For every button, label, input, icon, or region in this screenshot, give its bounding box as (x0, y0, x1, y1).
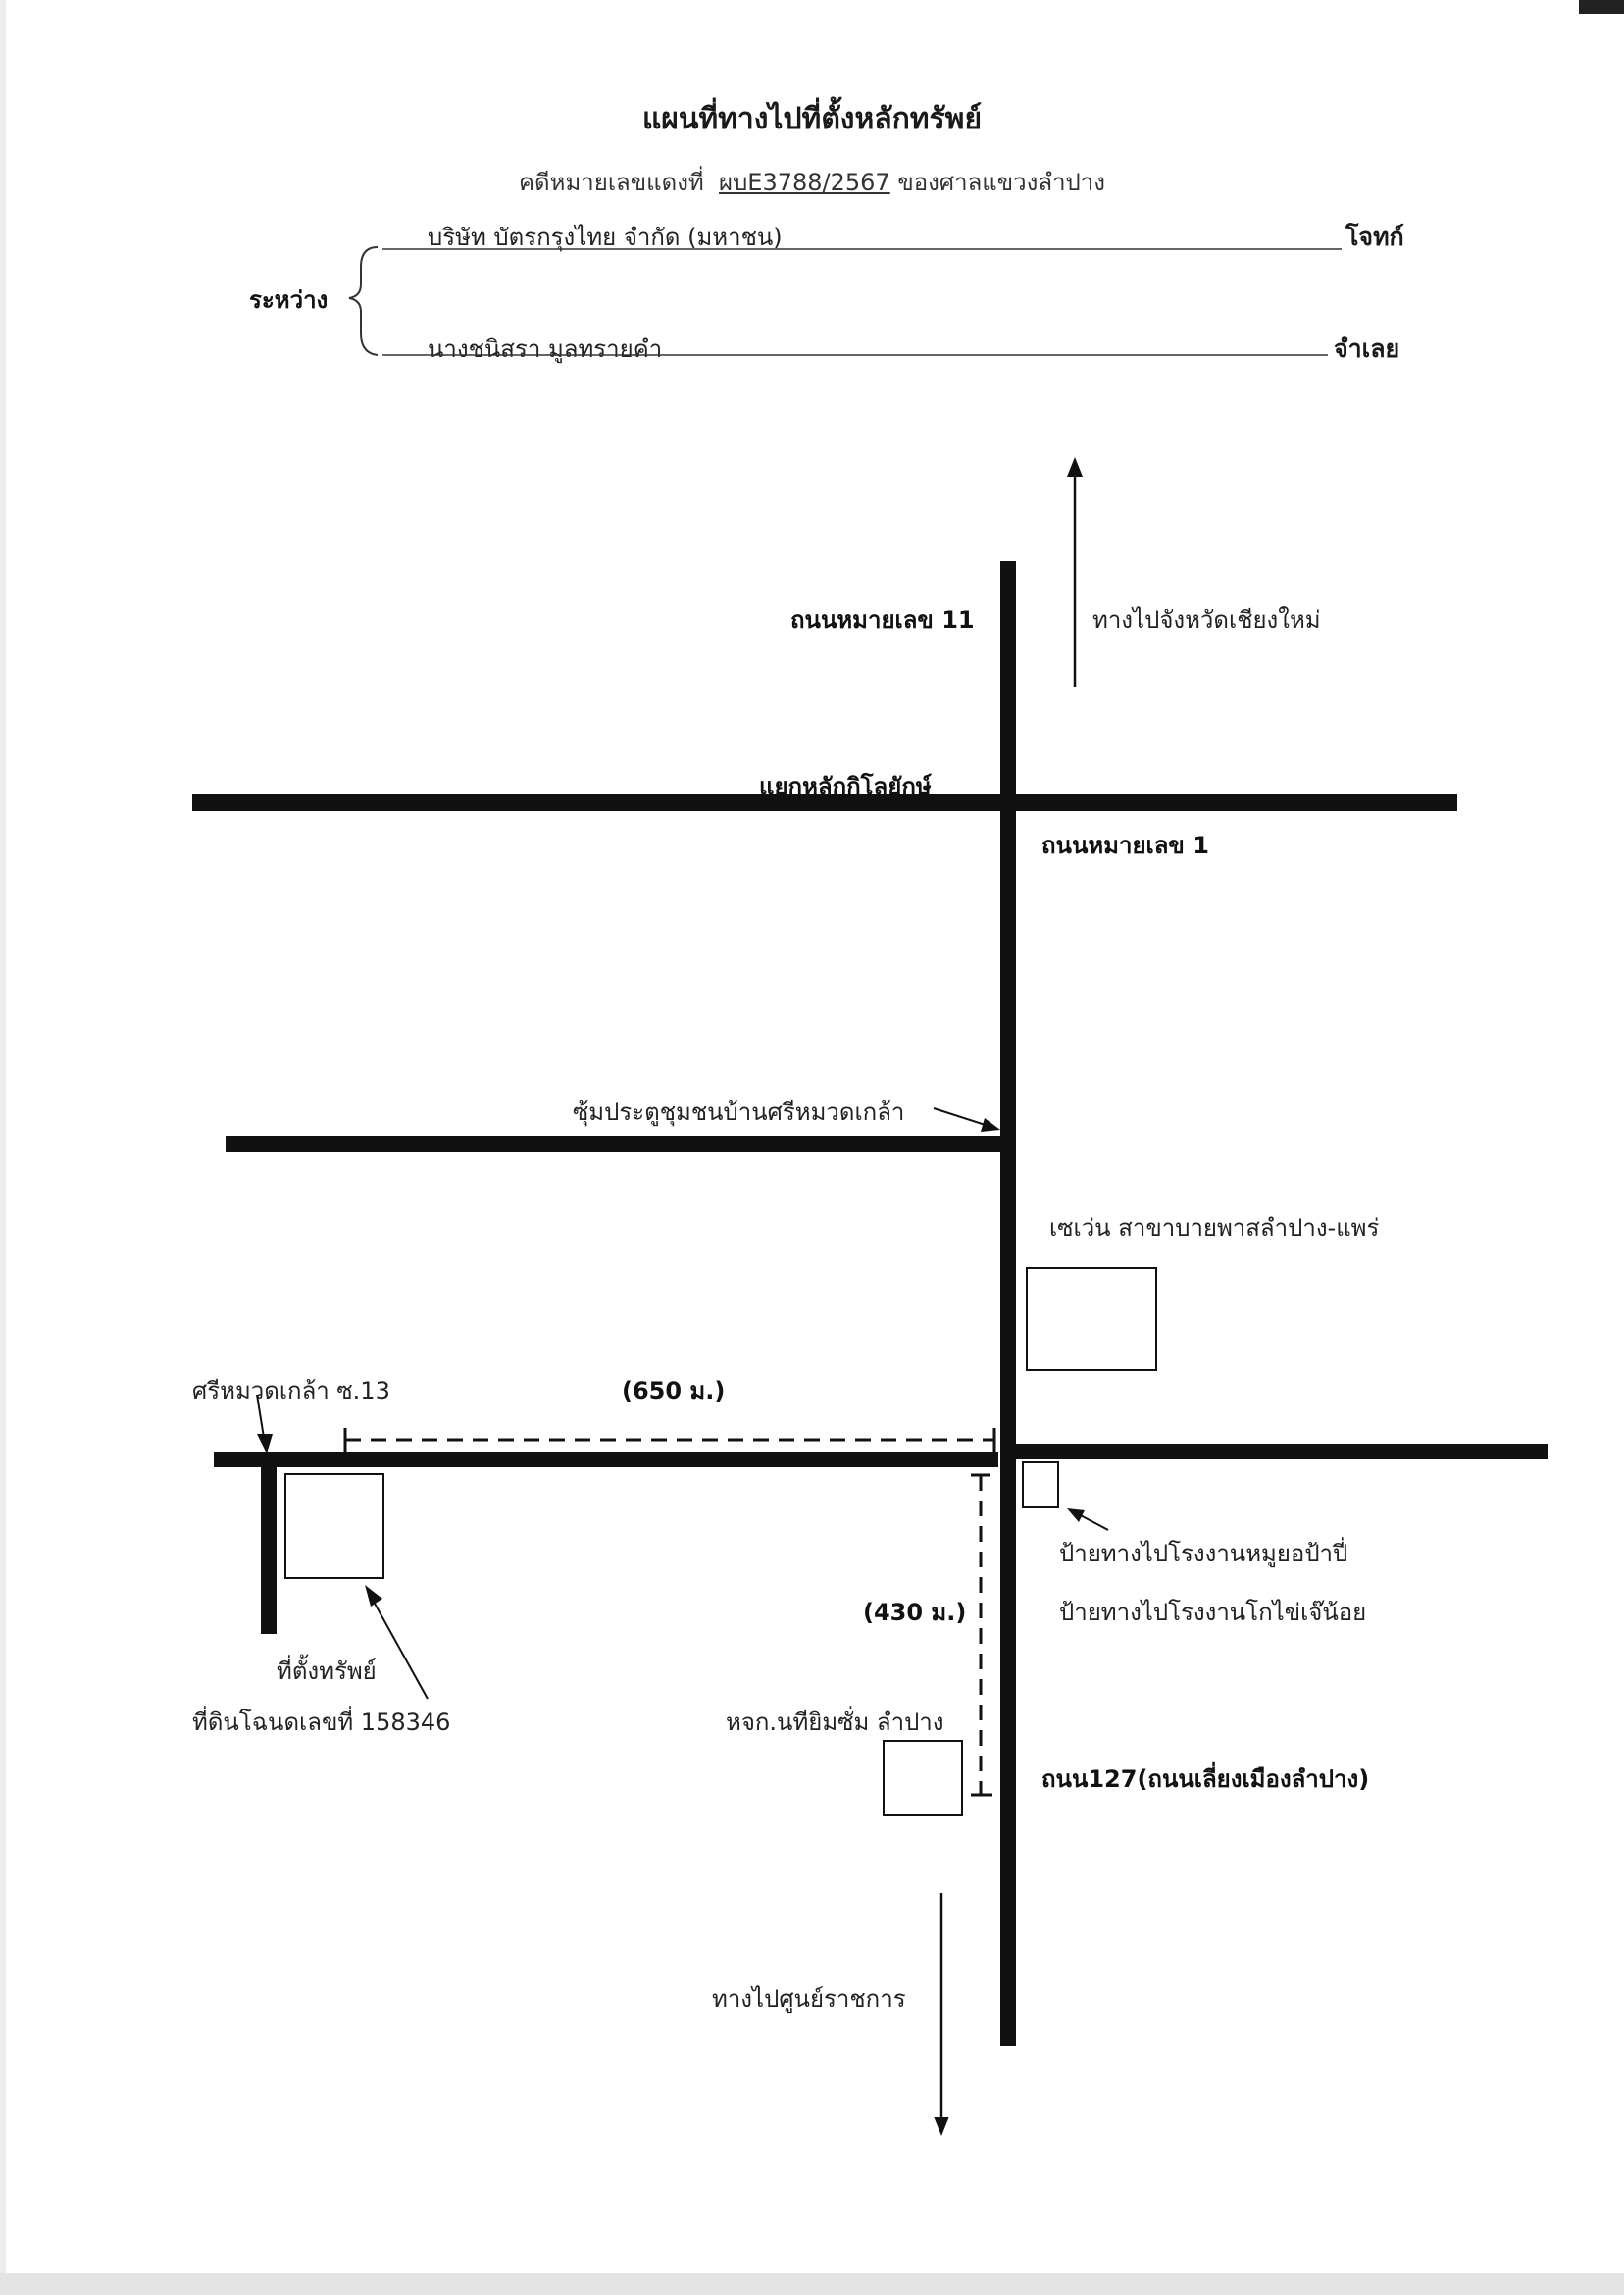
plaintiff-role: โจทก์ (1345, 223, 1404, 251)
road-community-gate (226, 1136, 1006, 1152)
distance-650-label: (650 ม.) (622, 1377, 726, 1404)
distance-430-label: (430 ม.) (863, 1599, 967, 1626)
community-gate-label: ซุ้มประตูชุมชนบ้านศรีหมวดเกล้า (573, 1098, 905, 1126)
plaintiff-name: บริษัท บัตรกรุงไทย จำกัด (มหาชน) (428, 224, 783, 251)
gate-pointer-head (981, 1118, 1000, 1132)
road-11-vertical (1000, 561, 1016, 2046)
document-top (0, 0, 1624, 142)
sign-2-label: ป้ายทางไปโรงงานโกไข่เจ๊น้อย (1059, 1599, 1367, 1626)
seven-eleven-label: เซเว่น สาขาบายพาสลำปาง-แพร่ (1049, 1214, 1380, 1242)
party-brace (348, 246, 379, 356)
deed-number-label: ที่ดินโฉนดเลขที่ 158346 (192, 1708, 451, 1736)
court-name: ของศาลแขวงลำปาง (897, 169, 1105, 196)
seven-eleven-box (1026, 1267, 1157, 1371)
road-1-horizontal (192, 794, 1457, 811)
road-soi-13 (214, 1452, 998, 1467)
road-11-label: ถนนหมายเลข 11 (790, 606, 975, 634)
property-box (284, 1473, 384, 1579)
case-number: ผบE3788/2567 (719, 169, 890, 196)
road-soi-13-stub (261, 1454, 277, 1634)
scan-edge-bottom (0, 2273, 1624, 2295)
property-pointer-line (368, 1592, 429, 1700)
sign-1-label: ป้ายทางไปโรงงานหมูยอป้าปี่ (1059, 1540, 1348, 1567)
company-box (883, 1740, 963, 1816)
road-1-label: ถนนหมายเลข 1 (1041, 832, 1209, 859)
road-127-label: ถนน127(ถนนเลี่ยงเมืองลำปาง) (1041, 1765, 1370, 1793)
case-line: คดีหมายเลขแดงที่ ผบE3788/2567 ของศาลแขวง… (0, 163, 1624, 201)
company-label: หจก.นทียิมซั่ม ลำปาง (726, 1708, 944, 1736)
road-east-branch (1010, 1444, 1548, 1459)
defendant-role: จำเลย (1334, 334, 1400, 363)
north-arrowhead (1067, 457, 1083, 477)
south-arrowhead (934, 2116, 949, 2136)
soi-pointer-head (257, 1434, 273, 1454)
scan-edge-left (0, 0, 6, 2295)
scan-corner-mark (1579, 0, 1624, 14)
to-chiangmai-label: ทางไปจังหวัดเชียงใหม่ (1092, 606, 1321, 634)
defendant-name: นางชนิสรา มูลทรายคำ (428, 335, 663, 363)
document-title: แผนที่ทางไปที่ตั้งหลักทรัพย์ (641, 102, 983, 136)
property-label: ที่ตั้งทรัพย์ (277, 1658, 377, 1685)
junction-label: แยกหลักกิโลยักษ์ (759, 773, 932, 800)
sign-box (1022, 1461, 1059, 1508)
case-prefix: คดีหมายเลขแดงที่ (519, 169, 704, 196)
between-label: ระหว่าง (249, 286, 329, 314)
sign-pointer-head (1067, 1508, 1085, 1522)
to-govt-center-label: ทางไปศูนย์ราชการ (712, 1985, 906, 2013)
soi-13-label: ศรีหมวดเกล้า ซ.13 (192, 1377, 390, 1404)
property-pointer-head (365, 1585, 382, 1606)
